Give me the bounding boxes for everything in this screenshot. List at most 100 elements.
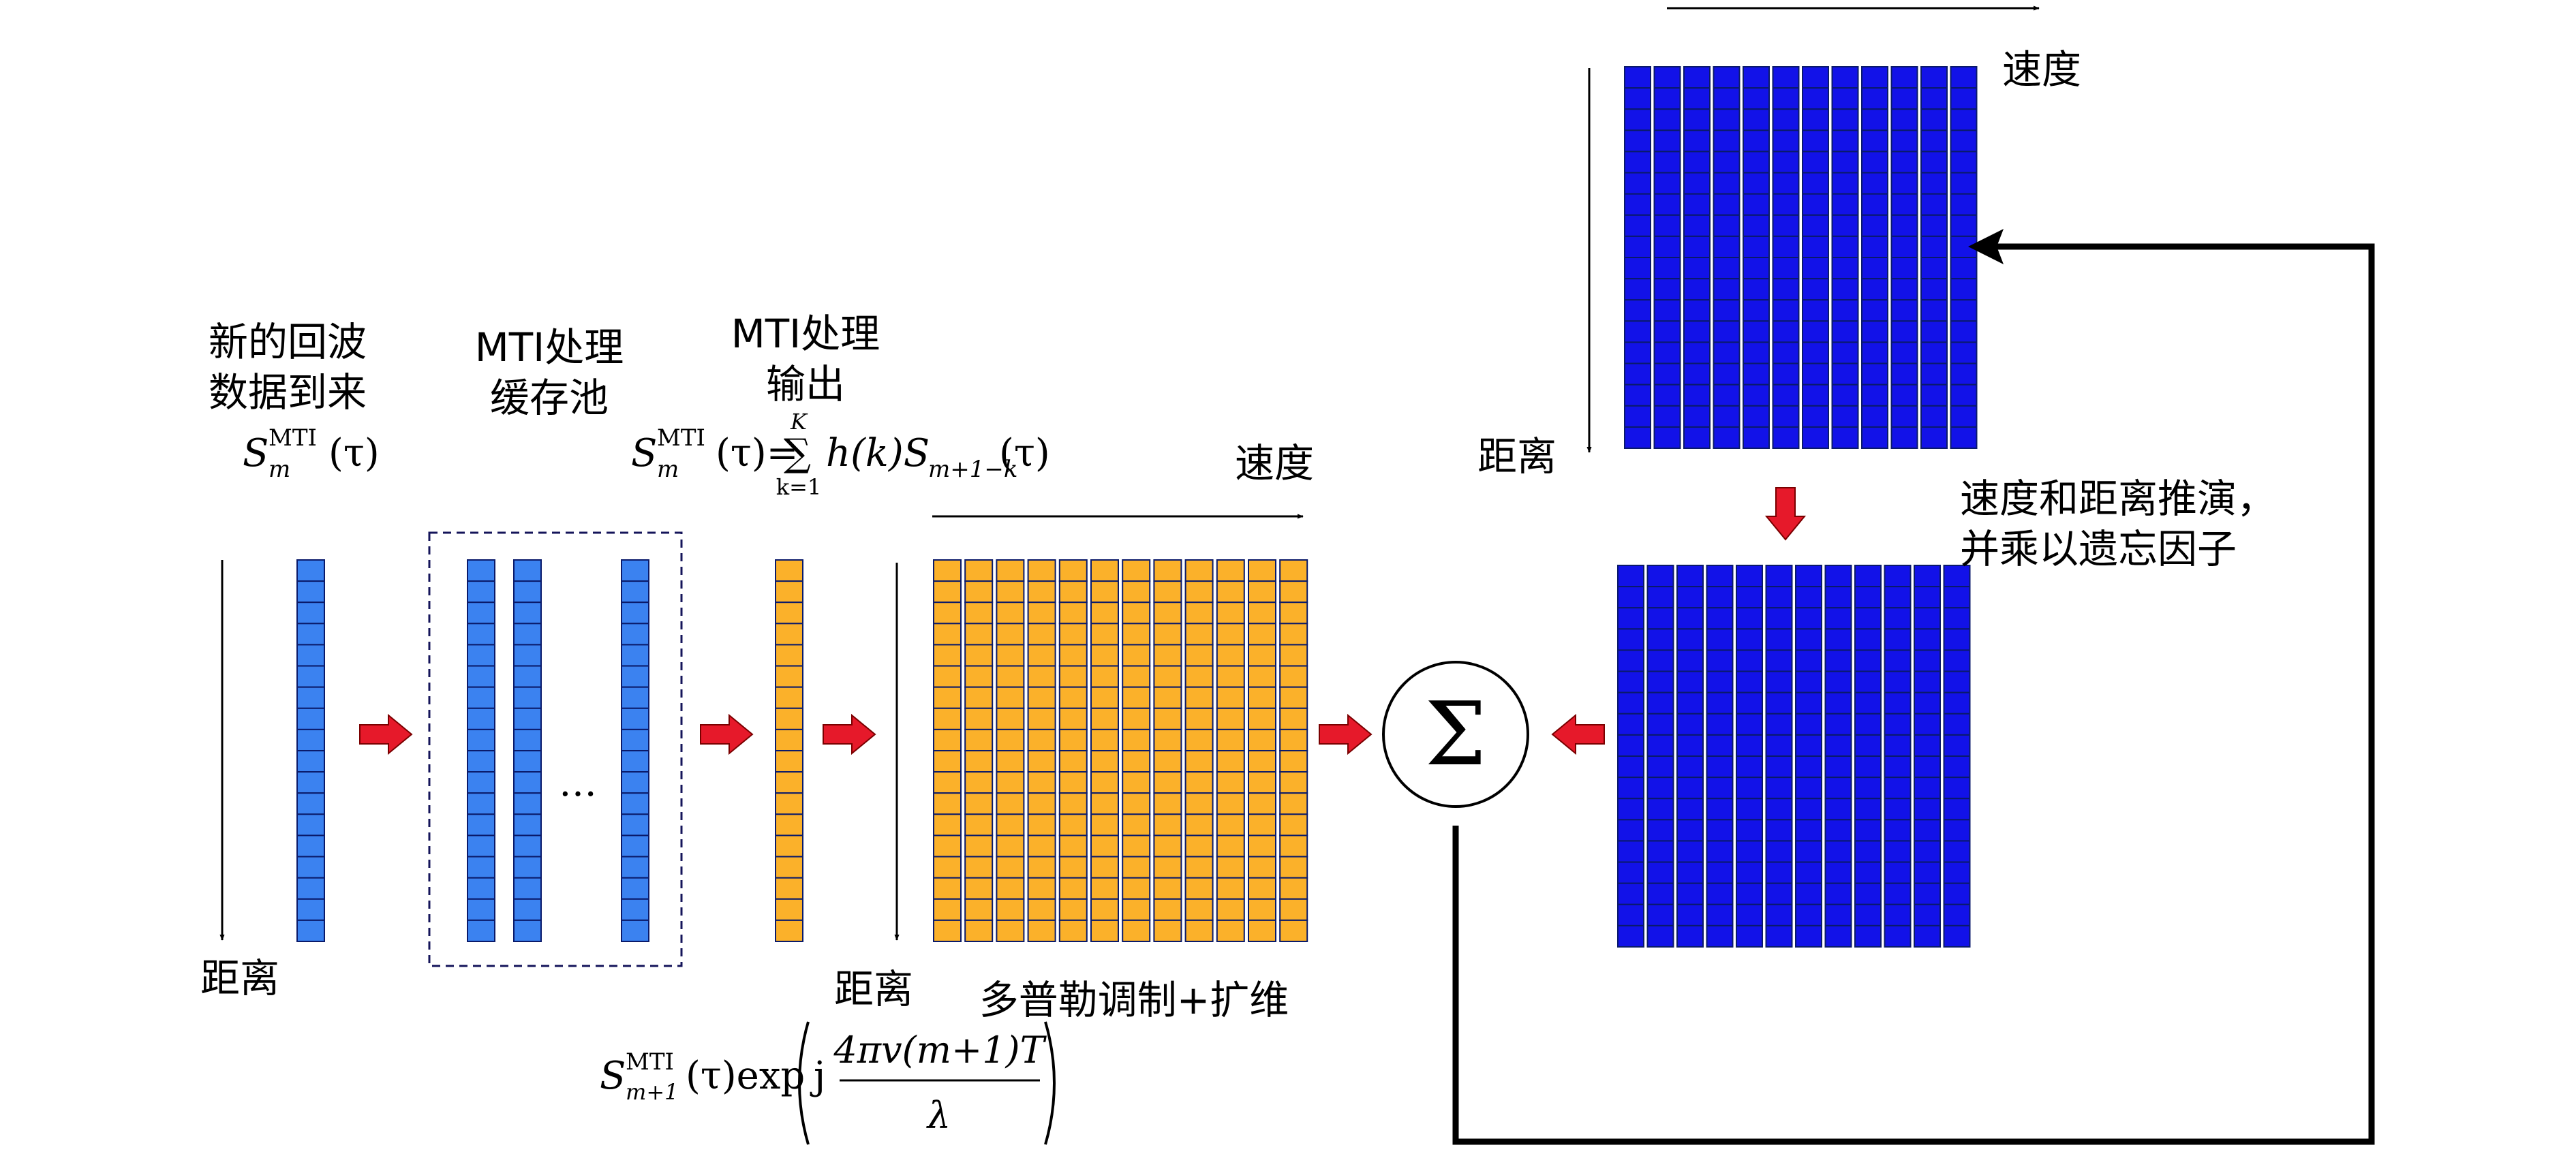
formula-sum-upper: K: [790, 409, 808, 435]
feedback-loop-line: [1452, 243, 2375, 1145]
formula-new-echo: S MTI m (τ): [243, 424, 380, 483]
flow-arrow: [1319, 713, 1373, 755]
formula-subscript: m: [269, 456, 290, 483]
formula-mti-output: S MTI m (τ)= ∑ K k=1 h(k)S m+1−k (τ): [631, 409, 1050, 500]
new-echo-label-line1: 新的回波: [209, 319, 367, 365]
velocity-label-top: 速度: [2002, 46, 2081, 93]
formula-equals: (τ)=: [716, 431, 799, 475]
doppler-column: [1122, 559, 1151, 943]
matrix-column: [1824, 565, 1852, 948]
doppler-column: [1153, 559, 1182, 943]
doppler-column: [1027, 559, 1056, 943]
formula-superscript: MTI: [657, 424, 705, 452]
new-echo-label-line2: 数据到来: [209, 369, 367, 416]
flow-arrow-down: [1764, 487, 1807, 541]
extrapolation-label-line1: 速度和距离推演，: [1960, 475, 2276, 522]
extrapolated-matrix: [1617, 565, 1971, 948]
echo-column: [296, 559, 325, 943]
matrix-column: [1795, 565, 1822, 948]
extrapolation-label-line2: 并乘以遗忘因子: [1960, 526, 2237, 572]
doppler-column: [1216, 559, 1245, 943]
summation-symbol: Σ: [1425, 684, 1487, 785]
buffer-column: [513, 559, 542, 943]
buffer-pool-columns: [467, 559, 649, 943]
matrix-column: [1920, 66, 1948, 450]
formula-argument: (τ): [328, 431, 380, 475]
pool-label-line2: 缓存池: [490, 375, 609, 421]
formula-superscript: MTI: [626, 1048, 674, 1076]
summation-node: [1382, 661, 1529, 808]
formula-doppler: S MTI m+1 (τ)exp j 4πv(m+1)T λ: [600, 1021, 1056, 1145]
matrix-column: [1854, 565, 1882, 948]
doppler-column: [1279, 559, 1308, 943]
matrix-column: [1765, 565, 1793, 948]
doppler-column: [1184, 559, 1214, 943]
formula-symbol: S: [631, 431, 657, 475]
previous-result-matrix: [1624, 66, 1978, 450]
formula-numerator: 4πv(m+1)T: [833, 1029, 1047, 1072]
formula-denominator: λ: [926, 1094, 951, 1137]
flow-arrow: [700, 713, 754, 755]
doppler-column: [964, 559, 994, 943]
matrix-column: [1653, 66, 1681, 450]
matrix-column: [1884, 565, 1912, 948]
formula-sum-sign: ∑: [784, 431, 811, 475]
buffer-column: [467, 559, 495, 943]
velocity-label-mid: 速度: [1235, 440, 1314, 486]
formula-term: h(k)S: [826, 431, 930, 475]
output-label-line2: 输出: [766, 361, 845, 407]
doppler-column: [933, 559, 962, 943]
matrix-column: [1914, 565, 1941, 948]
matrix-column: [1890, 66, 1918, 450]
formula-argument: (τ): [999, 431, 1050, 475]
formula-symbol: S: [600, 1054, 626, 1098]
pool-ellipsis: …: [559, 761, 597, 805]
pool-label-line1: MTI处理: [475, 324, 624, 371]
matrix-column: [1683, 66, 1711, 450]
doppler-matrix: [933, 559, 1308, 943]
matrix-column: [1617, 565, 1644, 948]
matrix-column: [1706, 565, 1734, 948]
flow-arrow: [823, 713, 876, 755]
matrix-column: [1943, 565, 1971, 948]
formula-subscript: m: [657, 456, 679, 483]
formula-subscript: m+1: [626, 1079, 679, 1105]
formula-subscript: m+1−k: [928, 456, 1017, 483]
doppler-column: [996, 559, 1025, 943]
matrix-column: [1736, 565, 1763, 948]
matrix-column: [1713, 66, 1741, 450]
formula-symbol: S: [243, 431, 269, 475]
matrix-column: [1743, 66, 1770, 450]
buffer-column: [621, 559, 649, 943]
doppler-label: 多普勒调制+扩维: [979, 977, 1289, 1023]
new-echo-column: [296, 559, 325, 943]
output-label-line1: MTI处理: [731, 311, 880, 357]
buffer-pool-box: [428, 531, 683, 967]
formula-sum-lower: k=1: [776, 474, 822, 500]
formula-exp: (τ)exp: [686, 1054, 805, 1098]
mti-output-column: [775, 559, 803, 943]
matrix-column: [1950, 66, 1978, 450]
matrix-column: [1861, 66, 1888, 450]
matrix-column: [1802, 66, 1829, 450]
distance-label-mid: 距离: [834, 966, 913, 1012]
feedback-arrowhead: [1968, 229, 2004, 264]
flow-arrow: [359, 713, 413, 755]
matrix-column: [1772, 66, 1800, 450]
formula-imaginary-unit: j: [810, 1054, 825, 1098]
doppler-column: [1090, 559, 1119, 943]
formula-left-paren: [798, 1021, 810, 1145]
doppler-column: [1058, 559, 1088, 943]
flow-arrow-left: [1551, 713, 1605, 755]
formula-superscript: MTI: [269, 424, 317, 452]
matrix-column: [1676, 565, 1704, 948]
doppler-column: [1248, 559, 1276, 943]
matrix-column: [1624, 66, 1651, 450]
matrix-column: [1831, 66, 1859, 450]
formula-right-paren: [1044, 1021, 1056, 1145]
output-column: [775, 559, 803, 943]
distance-label-right: 距离: [1477, 433, 1557, 480]
distance-label-left: 距离: [200, 955, 279, 1001]
matrix-column: [1646, 565, 1674, 948]
